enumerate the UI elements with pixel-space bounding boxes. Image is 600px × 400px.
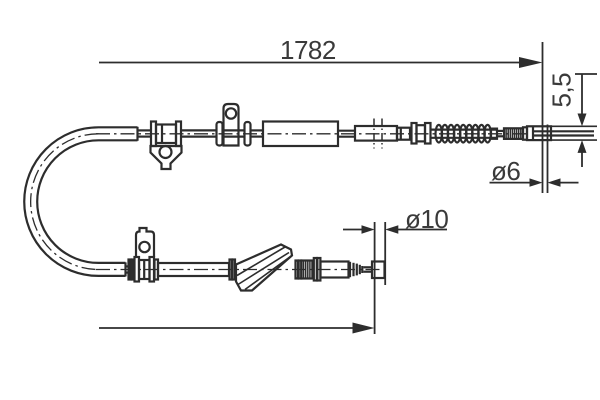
arrowhead bbox=[547, 178, 561, 187]
end-height-label: 5,5 bbox=[547, 73, 577, 108]
dimension-end-height: 5,5 bbox=[547, 73, 597, 167]
adjuster-fitting bbox=[410, 121, 432, 145]
arrowhead bbox=[519, 57, 543, 68]
end-diameter-label: ø6 bbox=[491, 156, 520, 186]
cable-loop bbox=[23, 126, 99, 277]
lower-threaded-adjuster bbox=[300, 256, 350, 282]
tapered-rings bbox=[348, 261, 364, 278]
upper-cable-run bbox=[98, 102, 594, 171]
dimension-overall-length: 1782 bbox=[99, 35, 543, 68]
arrowhead bbox=[529, 178, 543, 187]
arrowhead bbox=[352, 322, 375, 334]
dimension-lower-end-diameter: ø10 bbox=[343, 204, 449, 334]
overall-length-label: 1782 bbox=[280, 35, 336, 65]
arrowhead bbox=[385, 225, 399, 234]
dimension-lower-length bbox=[99, 322, 375, 334]
bracket-hole bbox=[224, 107, 238, 120]
coil-spring bbox=[430, 123, 497, 144]
lower-end-diameter-label: ø10 bbox=[405, 204, 448, 234]
lower-cable-run bbox=[98, 226, 386, 292]
upper-tab-bracket bbox=[222, 102, 240, 147]
arrowhead bbox=[361, 225, 375, 234]
arrowhead bbox=[577, 113, 587, 127]
arrowhead bbox=[577, 140, 587, 153]
upper-clamp-bracket bbox=[149, 120, 183, 171]
outer-sleeve bbox=[261, 120, 340, 148]
bracket-hole bbox=[158, 144, 173, 160]
right-extension-lines bbox=[541, 42, 549, 193]
washer bbox=[243, 120, 252, 147]
dimension-end-diameter: ø6 bbox=[489, 156, 579, 187]
guide-bracket bbox=[234, 243, 294, 292]
bracket-hole bbox=[138, 240, 151, 254]
